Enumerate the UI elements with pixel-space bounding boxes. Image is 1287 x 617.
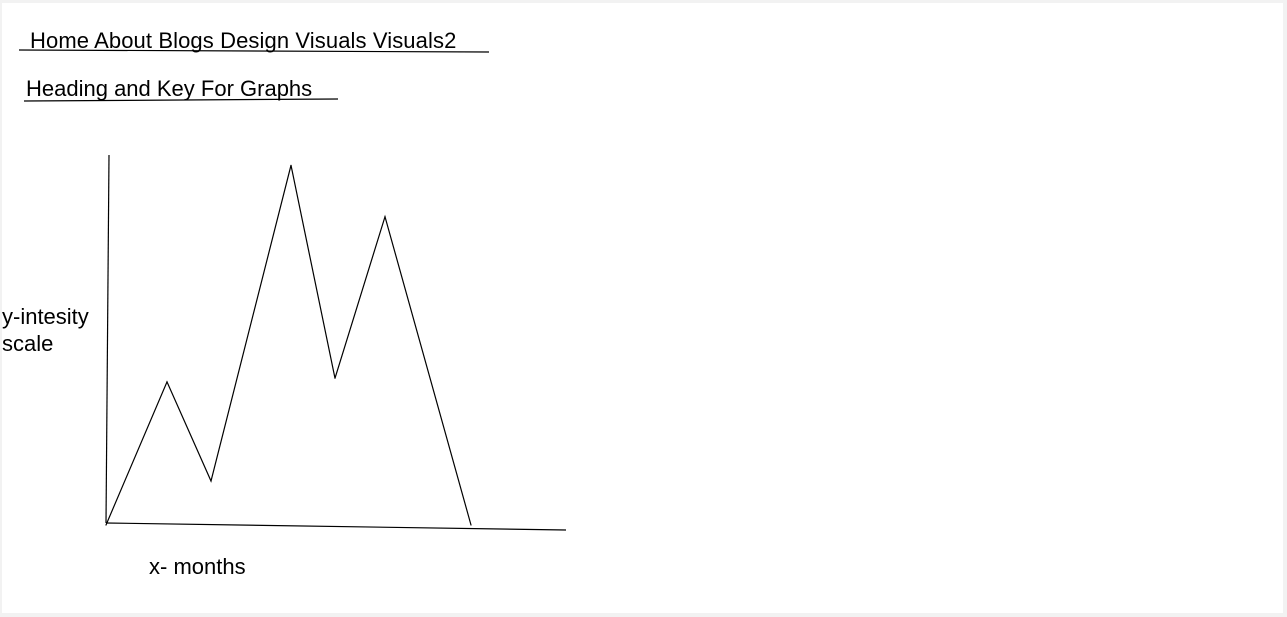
data-point xyxy=(105,524,107,526)
data-point xyxy=(210,480,212,482)
y-axis-line xyxy=(105,154,110,524)
data-point xyxy=(384,216,386,218)
nav-item-visuals[interactable]: Visuals xyxy=(295,28,367,53)
y-axis-label-line-1: y-intesity xyxy=(2,304,89,329)
nav-bar: Home About Blogs Design Visuals Visuals2 xyxy=(30,28,456,54)
nav-item-blogs[interactable]: Blogs xyxy=(158,28,214,53)
x-axis-label: x- months xyxy=(149,554,246,579)
nav-item-home[interactable]: Home xyxy=(30,28,90,53)
nav-item-design[interactable]: Design xyxy=(220,28,290,53)
wireframe-canvas: Home About Blogs Design Visuals Visuals2… xyxy=(2,3,1283,613)
data-point xyxy=(166,381,168,383)
data-point xyxy=(470,524,472,526)
nav-item-visuals2[interactable]: Visuals2 xyxy=(372,28,457,53)
y-axis-label: y-intesity scale xyxy=(2,303,112,357)
heading-underline xyxy=(23,98,339,102)
nav-underline xyxy=(18,49,490,53)
series-line xyxy=(105,165,472,526)
graph-heading: Heading and Key For Graphs xyxy=(26,76,313,101)
x-axis-line xyxy=(105,522,567,531)
sketch-graph xyxy=(18,49,567,531)
nav-item-about[interactable]: About xyxy=(94,28,153,53)
y-axis-label-line-2: scale xyxy=(2,331,54,356)
data-point xyxy=(334,377,336,379)
data-point xyxy=(290,164,292,166)
